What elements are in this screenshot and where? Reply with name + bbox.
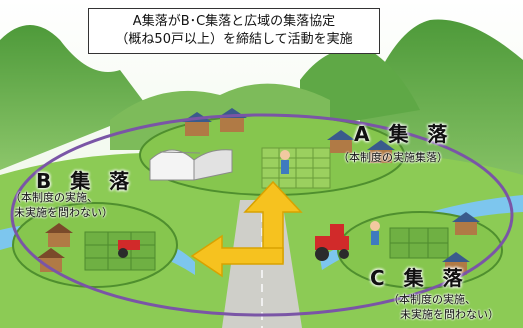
expansion-arrows [190, 180, 303, 278]
village-c-note-line-1: （本制度の実施、 [388, 293, 476, 306]
village-a-name: A 集 落 [354, 122, 454, 146]
caption-line-2: （概ね50戸以上）を締結して活動を実施 [115, 32, 353, 47]
farmer-icon [280, 150, 380, 245]
arrow-left [190, 234, 284, 278]
village-a-note: （本制度の実施集落） [338, 151, 448, 164]
village-c-note-line-2: 未実施を問わない） [400, 308, 499, 321]
village-b-note-line-2: 未実施を問わない） [14, 206, 113, 219]
tractor-icon [118, 224, 349, 261]
river-right [320, 195, 523, 270]
caption-line-1: A集落がB･C集落と広域の集落協定 [132, 14, 336, 29]
village-c-name: C 集 落 [370, 266, 469, 290]
village-b-name: B 集 落 [36, 169, 136, 193]
rice-paddy-icon [389, 227, 449, 259]
greenhouse-icon [149, 149, 233, 181]
village-b-note-line-1: （本制度の実施、 [10, 191, 98, 204]
regional-agreement-ellipse [10, 113, 514, 317]
caption-box: A集落がB･C集落と広域の集落協定 （概ね50戸以上）を締結して活動を実施 [88, 8, 380, 54]
